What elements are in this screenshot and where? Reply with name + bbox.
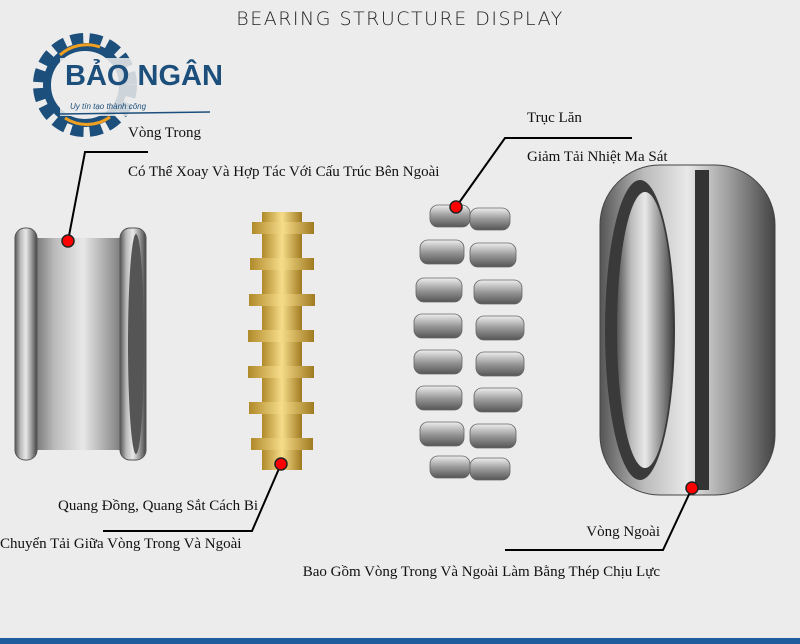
inner-ring-image [14,227,147,461]
page-title: BEARING STRUCTURE DISPLAY [236,8,564,30]
inner-ring-leader [67,151,148,242]
inner-ring-label: Vòng Trong [128,125,201,141]
outer-ring-leader [505,487,693,551]
inner-ring-desc: Có Thể Xoay Và Hợp Tác Với Cấu Trúc Bên … [128,164,440,180]
cage-desc: Chuyển Tải Giữa Vòng Trong Và Ngoài [0,536,242,552]
rollers-label: Trục Lăn [527,110,582,126]
inner-ring-marker [61,234,75,248]
rollers-leader [455,137,632,208]
cage-leader [103,463,282,532]
logo-name: BẢO NGÂN [65,58,223,92]
rollers-desc: Giảm Tải Nhiệt Ma Sát [527,149,668,165]
outer-ring-marker [685,481,699,495]
logo: BẢO NGÂN Uy tín tạo thành công [33,33,223,137]
cage-label: Quang Đồng, Quang Sắt Cách Bi [58,498,258,514]
logo-tagline: Uy tín tạo thành công [70,102,147,111]
cage-marker [274,457,288,471]
rollers-image [413,204,525,481]
cage-image [248,212,315,470]
outer-ring-desc: Bao Gồm Vòng Trong Và Ngoài Làm Bằng Thé… [302,564,660,580]
outer-ring-label: Vòng Ngoài [586,524,660,540]
outer-ring-image [599,164,776,496]
bottom-bar [0,638,800,644]
rollers-marker [449,200,463,214]
